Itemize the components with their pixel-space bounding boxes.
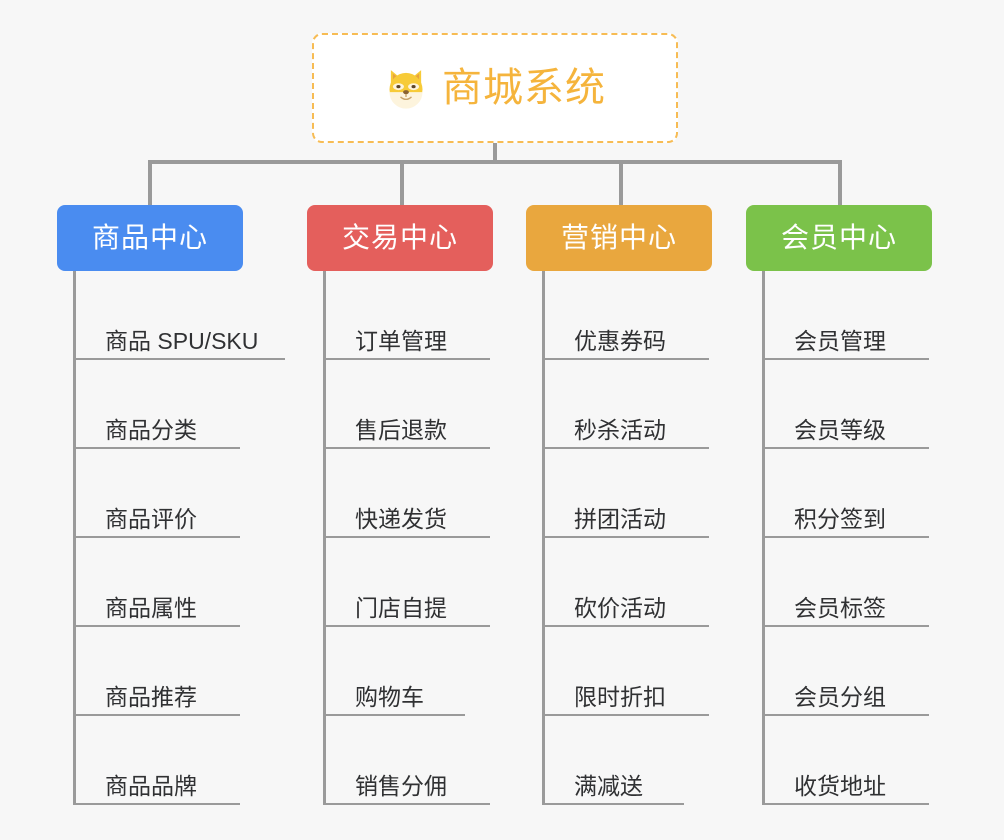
leaf-item-label: 会员管理 bbox=[794, 327, 886, 354]
leaf-item[interactable]: 会员等级 bbox=[762, 360, 929, 449]
leaf-item[interactable]: 秒杀活动 bbox=[542, 360, 709, 449]
leaf-item[interactable]: 订单管理 bbox=[323, 271, 490, 360]
leaf-item-label: 限时折扣 bbox=[574, 683, 666, 710]
leaf-item[interactable]: 购物车 bbox=[323, 627, 465, 716]
leaf-item-label: 会员等级 bbox=[794, 416, 886, 443]
branch-header-trade-center[interactable]: 交易中心 bbox=[307, 205, 493, 271]
leaf-item-label: 购物车 bbox=[355, 683, 424, 710]
branch-title-marketing-center: 营销中心 bbox=[560, 222, 677, 253]
leaf-item-label: 商品评价 bbox=[105, 505, 197, 532]
branch-title-trade-center: 交易中心 bbox=[341, 222, 458, 253]
root-node[interactable]: 商城系统 bbox=[312, 33, 678, 143]
connector-drop-trade-center bbox=[400, 160, 404, 207]
connector-horizontal-bus bbox=[148, 160, 842, 164]
branch-header-product-center[interactable]: 商品中心 bbox=[57, 205, 243, 271]
leaf-item[interactable]: 快递发货 bbox=[323, 449, 490, 538]
branch-trunk-trade-center bbox=[323, 271, 326, 805]
leaf-item-label: 订单管理 bbox=[355, 327, 447, 354]
leaf-item-label: 商品品牌 bbox=[105, 772, 197, 799]
leaf-item-label: 会员分组 bbox=[794, 683, 886, 710]
leaf-item[interactable]: 商品 SPU/SKU bbox=[73, 271, 285, 360]
leaf-item[interactable]: 门店自提 bbox=[323, 538, 490, 627]
leaf-item-label: 售后退款 bbox=[355, 416, 447, 443]
leaf-item-label: 商品推荐 bbox=[105, 683, 197, 710]
leaf-item-label: 会员标签 bbox=[794, 594, 886, 621]
connector-drop-marketing-center bbox=[619, 160, 623, 207]
leaf-item[interactable]: 拼团活动 bbox=[542, 449, 709, 538]
leaf-item[interactable]: 会员标签 bbox=[762, 538, 929, 627]
leaf-item-label: 门店自提 bbox=[355, 594, 447, 621]
connector-root-stem bbox=[493, 143, 497, 162]
leaf-item[interactable]: 优惠券码 bbox=[542, 271, 709, 360]
leaf-item[interactable]: 会员管理 bbox=[762, 271, 929, 360]
leaf-item-label: 优惠券码 bbox=[574, 327, 666, 354]
leaf-item-label: 砍价活动 bbox=[574, 594, 666, 621]
leaf-item[interactable]: 会员分组 bbox=[762, 627, 929, 716]
leaf-item[interactable]: 积分签到 bbox=[762, 449, 929, 538]
leaf-item-label: 秒杀活动 bbox=[574, 416, 666, 443]
leaf-item-label: 销售分佣 bbox=[355, 772, 447, 799]
connector-drop-product-center bbox=[148, 160, 152, 207]
leaf-item-label: 收货地址 bbox=[794, 772, 886, 799]
branch-title-member-center: 会员中心 bbox=[780, 222, 897, 253]
leaf-item[interactable]: 销售分佣 bbox=[323, 716, 490, 805]
branch-trunk-marketing-center bbox=[542, 271, 545, 805]
leaf-item[interactable]: 收货地址 bbox=[762, 716, 929, 805]
branch-title-product-center: 商品中心 bbox=[91, 222, 208, 253]
leaf-item-label: 快递发货 bbox=[355, 505, 447, 532]
branch-header-member-center[interactable]: 会员中心 bbox=[746, 205, 932, 271]
leaf-item[interactable]: 满减送 bbox=[542, 716, 684, 805]
branch-trunk-product-center bbox=[73, 271, 76, 805]
leaf-item-label: 积分签到 bbox=[794, 505, 886, 532]
leaf-item[interactable]: 限时折扣 bbox=[542, 627, 709, 716]
leaf-item[interactable]: 商品评价 bbox=[73, 449, 240, 538]
leaf-item[interactable]: 商品品牌 bbox=[73, 716, 240, 805]
leaf-item-label: 商品属性 bbox=[105, 594, 197, 621]
leaf-item[interactable]: 砍价活动 bbox=[542, 538, 709, 627]
leaf-item-label: 拼团活动 bbox=[574, 505, 666, 532]
branch-trunk-member-center bbox=[762, 271, 765, 805]
branch-header-marketing-center[interactable]: 营销中心 bbox=[526, 205, 712, 271]
leaf-item[interactable]: 商品推荐 bbox=[73, 627, 240, 716]
leaf-item[interactable]: 商品分类 bbox=[73, 360, 240, 449]
leaf-item[interactable]: 商品属性 bbox=[73, 538, 240, 627]
root-title: 商城系统 bbox=[442, 66, 606, 110]
leaf-item-label: 商品 SPU/SKU bbox=[105, 327, 259, 354]
shiba-dog-icon bbox=[389, 70, 423, 109]
connector-drop-member-center bbox=[838, 160, 842, 207]
leaf-item-label: 满减送 bbox=[574, 772, 643, 799]
leaf-item[interactable]: 售后退款 bbox=[323, 360, 490, 449]
leaf-item-label: 商品分类 bbox=[105, 416, 197, 443]
